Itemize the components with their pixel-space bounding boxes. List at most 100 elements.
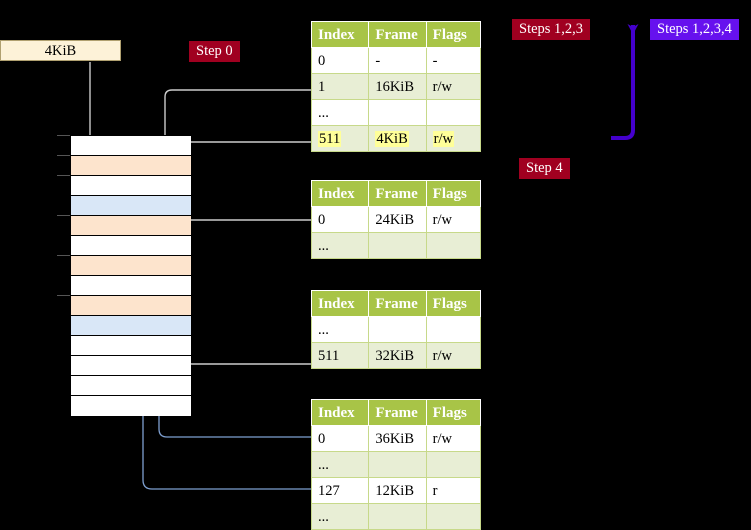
frame-cell: 12KiB [368, 477, 427, 504]
table-row: ... [310, 316, 482, 343]
column-header-frame: Frame [368, 290, 427, 317]
table-row: ... [310, 99, 482, 126]
index-cell: 0 [310, 47, 370, 74]
flags-cell [425, 503, 482, 530]
index-cell: ... [310, 503, 370, 530]
column-header-index: Index [310, 21, 370, 48]
memory-frame-cell [71, 136, 191, 156]
index-cell: 0 [310, 206, 370, 233]
memory-tick [57, 175, 70, 176]
physical-memory-column [70, 135, 191, 416]
memory-tick [57, 155, 70, 156]
flags-cell: r/w [425, 342, 482, 369]
frame-cell: 36KiB [368, 425, 427, 452]
table-header-row: Index Frame Flags [310, 21, 482, 48]
frame-cell: 4KiB [368, 125, 427, 152]
column-header-index: Index [310, 290, 370, 317]
memory-tick [57, 135, 70, 136]
column-header-flags: Flags [425, 21, 482, 48]
memory-frame-cell [71, 316, 191, 336]
memory-tick [57, 255, 70, 256]
memory-frame-cell [71, 376, 191, 396]
frame-cell [368, 316, 427, 343]
table-row: ... [310, 451, 482, 478]
memory-tick [57, 215, 70, 216]
table-row: ... [310, 503, 482, 530]
step4-badge: Step 4 [519, 158, 570, 179]
memory-frame-cell [71, 236, 191, 256]
memory-frame-cell [71, 216, 191, 236]
highlight-span: 511 [318, 130, 342, 147]
memory-frame-cell [71, 256, 191, 276]
index-cell: 0 [310, 425, 370, 452]
memory-frame-cell [71, 336, 191, 356]
frame-cell: - [368, 47, 427, 74]
column-header-frame: Frame [368, 21, 427, 48]
frame-cell [368, 451, 427, 478]
memory-frame-cell [71, 396, 191, 416]
column-header-flags: Flags [425, 399, 482, 426]
index-cell: ... [310, 99, 370, 126]
column-header-frame: Frame [368, 180, 427, 207]
flags-cell [425, 451, 482, 478]
column-header-flags: Flags [425, 290, 482, 317]
column-header-flags: Flags [425, 180, 482, 207]
table-row: ... [310, 232, 482, 259]
memory-frame-cell [71, 276, 191, 296]
index-cell: ... [310, 232, 370, 259]
wire-steps-loop-purple [611, 24, 639, 140]
wire-pdp-row0-to-memory [178, 219, 311, 266]
flags-cell: r/w [425, 125, 482, 152]
steps1234-badge: Steps 1,2,3,4 [650, 19, 739, 40]
memory-frame-cell [71, 296, 191, 316]
table-header-row: Index Frame Flags [310, 180, 482, 207]
index-cell: ... [310, 451, 370, 478]
frame-cell: 16KiB [368, 73, 427, 100]
column-header-index: Index [310, 180, 370, 207]
frame-cell: 24KiB [368, 206, 427, 233]
frame-cell [368, 232, 427, 259]
index-cell: 511 [310, 342, 370, 369]
index-cell: 1 [310, 73, 370, 100]
index-cell: ... [310, 316, 370, 343]
highlight-span: 4KiB [375, 130, 409, 147]
memory-frame-cell [71, 156, 191, 176]
memory-frame-cell [71, 196, 191, 216]
index-cell: 127 [310, 477, 370, 504]
frame-cell [368, 99, 427, 126]
column-header-index: Index [310, 399, 370, 426]
table-row: 0-- [310, 47, 482, 74]
highlight-span: r/w [432, 130, 454, 147]
frame-cell: 32KiB [368, 342, 427, 369]
index-cell: 511 [310, 125, 370, 152]
steps123-badge: Steps 1,2,3 [512, 19, 591, 40]
memory-frame-cell [71, 356, 191, 376]
table-header-row: Index Frame Flags [310, 399, 482, 426]
memory-tick [57, 295, 70, 296]
flags-cell: r/w [425, 425, 482, 452]
flags-cell [425, 316, 482, 343]
flags-cell [425, 99, 482, 126]
flags-cell: r [425, 477, 482, 504]
column-header-frame: Frame [368, 399, 427, 426]
size-label-box: 4KiB [0, 40, 121, 61]
memory-frame-cell [71, 176, 191, 196]
wire-pml4-row511-to-memory [177, 141, 311, 152]
frame-cell [368, 503, 427, 530]
table-row: 511 4KiB r/w [310, 125, 482, 152]
table-header-row: Index Frame Flags [310, 290, 482, 317]
flags-cell [425, 232, 482, 259]
flags-cell: r/w [425, 73, 482, 100]
flags-cell: r/w [425, 206, 482, 233]
step0-badge: Step 0 [189, 41, 240, 62]
